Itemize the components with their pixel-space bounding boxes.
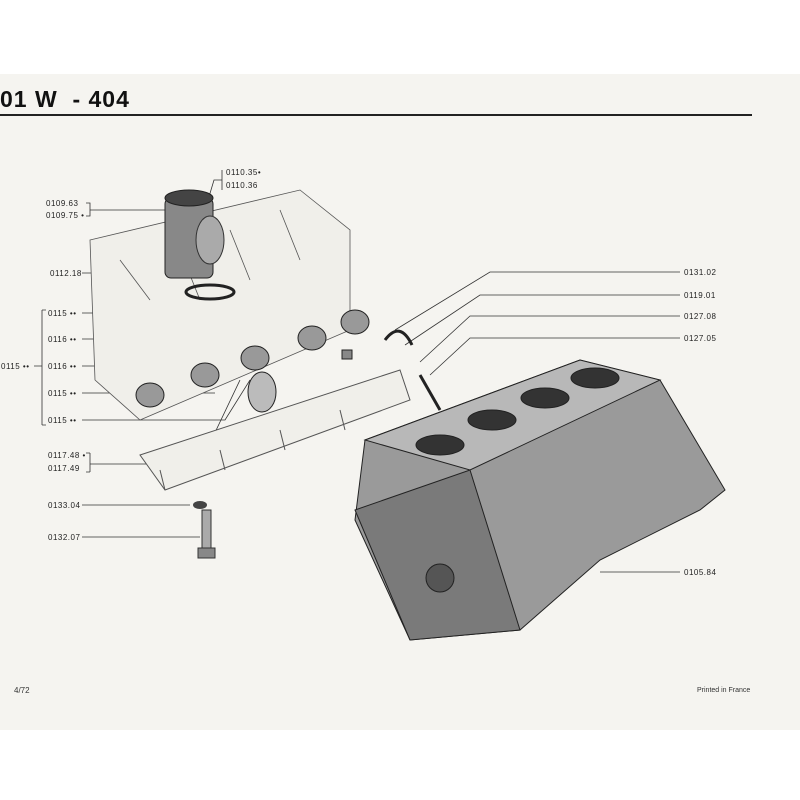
engine-block-icon (354, 359, 726, 641)
callout-0110-36: 0110.36 (226, 181, 258, 190)
washer-icon (193, 501, 207, 509)
callout-0105-84: 0105.84 (684, 568, 717, 577)
callout-0115-group: 0115 •• (1, 362, 30, 371)
main-bearing-caps (139, 369, 411, 491)
callout-0131-02: 0131.02 (684, 268, 717, 277)
leader-liner (86, 202, 165, 217)
bearing-shells (135, 309, 442, 413)
callout-bearing-1: 0115 •• (48, 309, 77, 318)
callout-0117-49: 0117.49 (48, 464, 80, 473)
callout-bearing-2: 0116 •• (48, 335, 77, 344)
callout-0109-63: 0109.63 (46, 199, 79, 208)
callout-0127-05: 0127.05 (684, 334, 717, 343)
page-number: 4/72 (14, 686, 30, 695)
cylinder-liner-icon (164, 189, 236, 301)
bolt-icon (197, 509, 216, 559)
callout-0119-01: 0119.01 (684, 291, 716, 300)
callout-0133-04: 0133.04 (48, 501, 81, 510)
callout-0110-35: 0110.35• (226, 168, 262, 177)
callout-0109-75: 0109.75 • (46, 211, 85, 220)
callout-0127-08: 0127.08 (684, 312, 717, 321)
callout-bearing-5: 0115 •• (48, 416, 77, 425)
callout-bearing-3: 0116 •• (48, 362, 77, 371)
callout-bearing-4: 0115 •• (48, 389, 77, 398)
callout-0117-48: 0117.48 • (48, 451, 86, 460)
page-title: 01 W - 404 (0, 86, 130, 112)
callout-0132-07: 0132.07 (48, 533, 81, 542)
printed-note: Printed in France (697, 687, 751, 694)
title-rule (0, 114, 752, 116)
group-bracket (34, 309, 46, 426)
callout-0112-18: 0112.18 (50, 269, 82, 278)
